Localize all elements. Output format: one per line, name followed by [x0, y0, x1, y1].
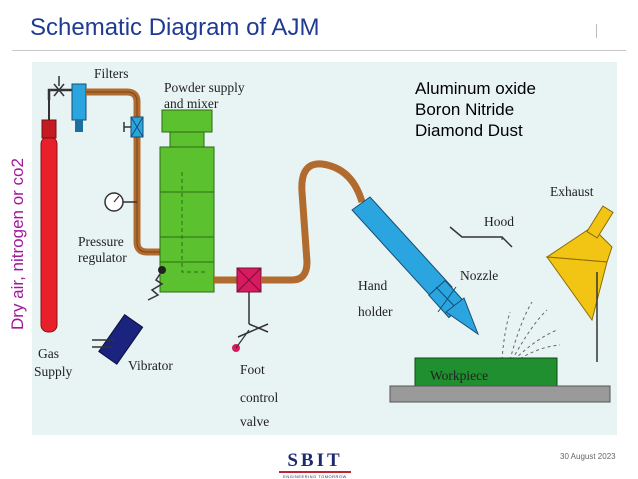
gas-line	[47, 88, 77, 100]
mixer-label: and mixer	[164, 96, 219, 111]
gas-cylinder	[40, 100, 58, 333]
hand-label: Hand	[358, 278, 387, 293]
material-item: Aluminum oxide	[415, 79, 536, 98]
powder-supply-label: Powder supply	[164, 80, 245, 95]
material-item: Diamond Dust	[415, 121, 523, 140]
pressure-label: Pressure	[78, 234, 124, 249]
inline-valve-icon	[123, 116, 144, 138]
filters-label: Filters	[94, 66, 129, 81]
logo-tagline: ENGINEERING TOMORROW	[283, 474, 347, 479]
sbit-logo: SBIT ENGINEERING TOMORROW	[275, 450, 355, 479]
regulator-label: regulator	[78, 250, 127, 265]
control-label: control	[240, 390, 278, 405]
logo-bar	[279, 471, 351, 473]
ajm-schematic: Filters Powder supply and mixer Pressure…	[32, 62, 617, 435]
workpiece-table	[389, 357, 611, 403]
gas-label: Gas	[38, 346, 59, 361]
slide-title: Schematic Diagram of AJM	[30, 14, 320, 41]
vibrator-unit	[92, 266, 166, 365]
exhaust-funnel	[545, 205, 614, 362]
supply-label: Supply	[34, 364, 73, 379]
ajm-schematic-svg: Filters Powder supply and mixer Pressure…	[34, 66, 614, 429]
supply-pipe	[86, 88, 160, 256]
material-item: Boron Nitride	[415, 100, 515, 119]
abrasive-jet	[501, 301, 561, 363]
title-divider	[12, 50, 626, 51]
filter-unit	[71, 83, 87, 132]
vibrator-label: Vibrator	[128, 358, 173, 373]
nozzle-label: Nozzle	[460, 268, 498, 283]
title-tick-divider	[596, 24, 597, 38]
valve-label: valve	[240, 414, 269, 429]
hood	[449, 226, 513, 248]
abrasive-materials-list: Aluminum oxide Boron Nitride Diamond Dus…	[415, 78, 536, 141]
foot-label: Foot	[240, 362, 265, 377]
exhaust-label: Exhaust	[550, 184, 594, 199]
powder-mixer	[159, 109, 215, 293]
foot-control-valve	[214, 267, 269, 352]
holder-label: holder	[358, 304, 393, 319]
hood-label: Hood	[484, 214, 514, 229]
hand-holder	[351, 196, 480, 336]
gas-valve-icon	[53, 76, 65, 97]
logo-name: SBIT	[287, 450, 343, 471]
blast-hose	[261, 160, 366, 284]
slide-date: 30 August 2023	[560, 452, 616, 461]
workpiece-label: Workpiece	[430, 368, 488, 383]
pressure-gauge-icon	[104, 192, 137, 212]
gas-type-label: Dry air, nitrogen or co2	[8, 158, 27, 330]
